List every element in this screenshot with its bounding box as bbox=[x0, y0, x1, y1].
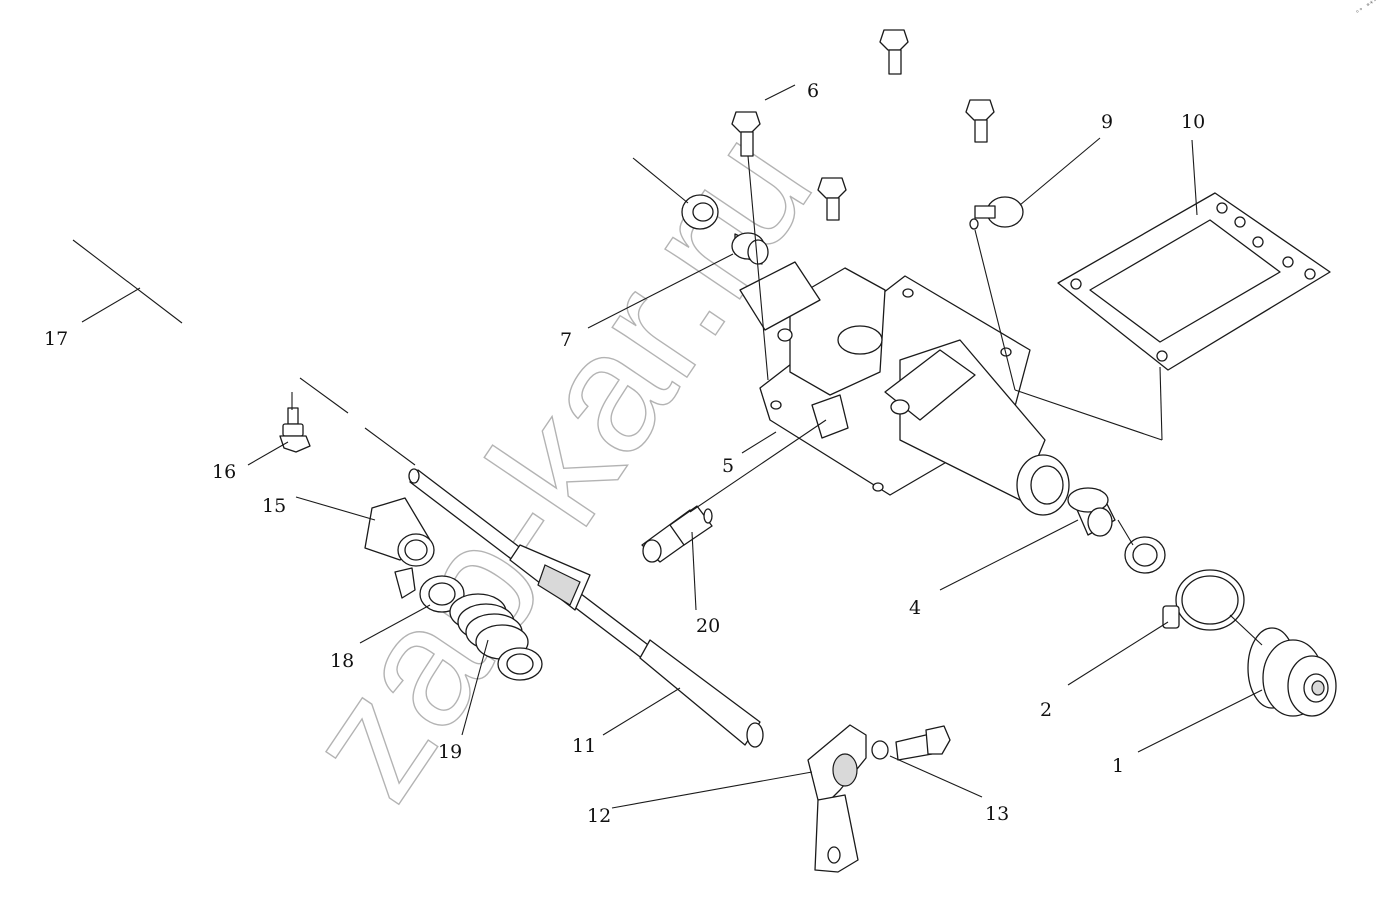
bolt-part-top bbox=[879, 29, 909, 75]
washer-part-19b bbox=[497, 647, 543, 681]
seal-ring-part-4 bbox=[1124, 536, 1166, 574]
callout-5: 5 bbox=[722, 455, 734, 477]
shift-lever-part-12 bbox=[807, 724, 867, 873]
callout-13: 13 bbox=[985, 803, 1009, 825]
gasket-part bbox=[1057, 192, 1331, 371]
callout-17: 17 bbox=[44, 328, 68, 350]
callout-1: 1 bbox=[1112, 755, 1124, 777]
bolt-part-13 bbox=[871, 725, 951, 761]
callout-2: 2 bbox=[1040, 699, 1052, 721]
callout-7: 7 bbox=[560, 329, 572, 351]
spring-part-19 bbox=[449, 593, 529, 660]
callout-11: 11 bbox=[572, 735, 596, 757]
selector-part-15 bbox=[364, 497, 435, 599]
clamp-part-2 bbox=[1162, 569, 1245, 631]
callout-15: 15 bbox=[262, 495, 286, 517]
bushing-part-4 bbox=[1067, 487, 1116, 537]
housing-part bbox=[739, 261, 1070, 516]
boot-part-1 bbox=[1247, 627, 1337, 717]
bolt-part-mid bbox=[817, 177, 847, 221]
callout-20: 20 bbox=[696, 615, 720, 637]
callout-6: 6 bbox=[807, 80, 819, 102]
shaft-part-11 bbox=[408, 468, 764, 748]
bolt-part-right bbox=[965, 99, 995, 143]
callout-16: 16 bbox=[212, 461, 236, 483]
part-9 bbox=[969, 196, 1024, 230]
corner-mark: °° *** bbox=[1355, 0, 1380, 18]
callout-4: 4 bbox=[909, 597, 921, 619]
sensor-part-20 bbox=[641, 505, 713, 563]
seal-ring-part bbox=[681, 194, 719, 230]
bolt-part-6 bbox=[731, 111, 761, 157]
leader-lines bbox=[72, 84, 1263, 809]
fitting-part-16 bbox=[279, 407, 311, 453]
callout-19: 19 bbox=[438, 741, 462, 763]
callout-labels: 1 2 4 5 6 7 9 10 11 12 13 15 16 17 18 19… bbox=[44, 80, 1205, 827]
callout-18: 18 bbox=[330, 650, 354, 672]
callout-10: 10 bbox=[1181, 111, 1205, 133]
callout-12: 12 bbox=[587, 805, 611, 827]
callout-9: 9 bbox=[1101, 111, 1113, 133]
